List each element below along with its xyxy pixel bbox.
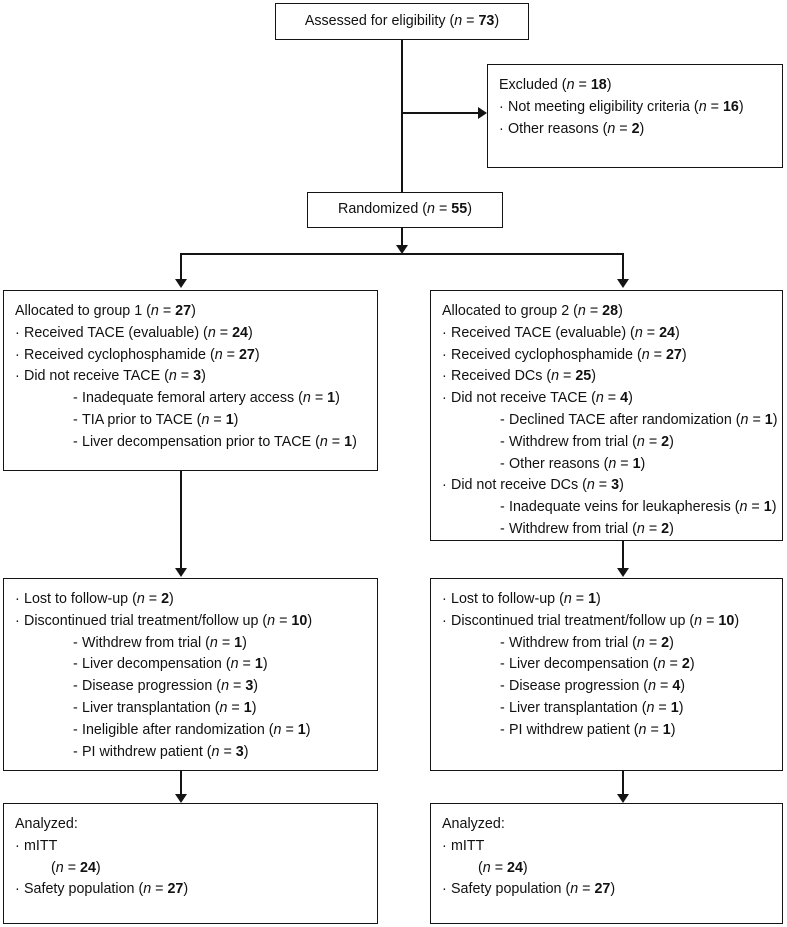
flow-line: -Liver decompensation (n = 1) bbox=[73, 656, 268, 673]
flow-line: Analyzed: bbox=[442, 816, 505, 832]
flow-line: ·Did not receive TACE (n = 3) bbox=[15, 368, 206, 385]
assessed-for-eligibility-label: Assessed for eligibility (n = 73) bbox=[304, 12, 500, 29]
flow-line: ·Received cyclophosphamide (n = 27) bbox=[442, 346, 687, 363]
flow-line: ·Other reasons (n = 2) bbox=[499, 120, 645, 137]
flow-line: ·Safety population (n = 27) bbox=[15, 881, 189, 898]
flow-line: ·Did not receive DCs (n = 3) bbox=[442, 477, 624, 494]
randomized-box: Randomized (n = 55) bbox=[307, 192, 503, 228]
flow-line: (n = 24) bbox=[51, 859, 101, 876]
flow-line: -TIA prior to TACE (n = 1) bbox=[73, 411, 239, 428]
excluded-lines: Excluded (n = 18) ·Not meeting eligibilit… bbox=[499, 75, 771, 140]
group-1-allocation-box: Allocated to group 1 (n = 27) ·Received T… bbox=[3, 290, 378, 471]
flow-line: -Declined TACE after randomization (n = … bbox=[500, 411, 778, 428]
connector-randomized-down bbox=[401, 228, 403, 247]
flow-line: ·Lost to follow-up (n = 1) bbox=[442, 591, 601, 607]
arrowhead-group-2-followup bbox=[617, 568, 629, 577]
group-2-allocation-lines: Allocated to group 2 (n = 28) ·Received T… bbox=[442, 301, 778, 541]
flow-line: -Liver transplantation (n = 1) bbox=[500, 699, 684, 716]
group-1-followup-lines: ·Lost to follow-up (n = 2) ·Discontinued … bbox=[15, 589, 366, 763]
flow-line: -Liver decompensation (n = 2) bbox=[500, 656, 695, 673]
flow-line: Analyzed: bbox=[15, 816, 78, 832]
flow-line: -Withdrew from trial (n = 2) bbox=[500, 433, 674, 450]
randomized-label: Randomized (n = 55) bbox=[338, 201, 472, 218]
arrowhead-split-right bbox=[617, 279, 629, 288]
flow-line: ·Received TACE (evaluable) (n = 24) bbox=[15, 324, 253, 341]
flow-line: ·Received DCs (n = 25) bbox=[442, 368, 597, 385]
group-1-followup-box: ·Lost to follow-up (n = 2) ·Discontinued … bbox=[3, 578, 378, 771]
flow-line: ·Did not receive TACE (n = 4) bbox=[442, 390, 633, 407]
excluded-box: Excluded (n = 18) ·Not meeting eligibilit… bbox=[487, 64, 783, 168]
flow-line: ·Received TACE (evaluable) (n = 24) bbox=[442, 324, 680, 341]
group-1-analyzed-lines: Analyzed: ·mITT (n = 24) ·Safety population… bbox=[15, 814, 366, 901]
flow-line: ·mITT bbox=[15, 837, 58, 854]
connector-group-1-followup-to-analyzed bbox=[180, 771, 182, 796]
flow-line: -Disease progression (n = 4) bbox=[500, 678, 686, 695]
arrowhead-group-1-followup bbox=[175, 568, 187, 577]
flow-line: -Liver decompensation prior to TACE (n =… bbox=[73, 433, 357, 450]
flow-line: -Withdrew from trial (n = 2) bbox=[500, 520, 674, 537]
flow-line: (n = 24) bbox=[478, 859, 528, 876]
connector-split-left bbox=[180, 253, 182, 281]
arrowhead-split-left bbox=[175, 279, 187, 288]
connector-group-2-allocation-to-followup bbox=[622, 541, 624, 570]
flow-line: -Inadequate femoral artery access (n = 1… bbox=[73, 390, 340, 407]
arrowhead-randomized-down bbox=[396, 245, 408, 254]
connector-group-2-followup-to-analyzed bbox=[622, 771, 624, 796]
flow-line: -Liver transplantation (n = 1) bbox=[73, 699, 257, 716]
arrowhead-group-2-analyzed bbox=[617, 794, 629, 803]
flow-line: -PI withdrew patient (n = 3) bbox=[73, 743, 249, 760]
flow-line: -Withdrew from trial (n = 2) bbox=[500, 634, 674, 651]
connector-group-1-allocation-to-followup bbox=[180, 471, 182, 570]
flow-line: Excluded (n = 18) bbox=[499, 77, 612, 93]
connector-split-right bbox=[622, 253, 624, 281]
arrowhead-group-1-analyzed bbox=[175, 794, 187, 803]
flow-line: ·Safety population (n = 27) bbox=[442, 881, 616, 898]
group-1-analyzed-box: Analyzed: ·mITT (n = 24) ·Safety population… bbox=[3, 803, 378, 924]
flow-line: -PI withdrew patient (n = 1) bbox=[500, 721, 676, 738]
connector-assessed-to-randomized bbox=[401, 40, 403, 195]
group-2-followup-lines: ·Lost to follow-up (n = 1) ·Discontinued … bbox=[442, 589, 771, 742]
flow-line: -Disease progression (n = 3) bbox=[73, 678, 259, 695]
group-2-analyzed-lines: Analyzed: ·mITT (n = 24) ·Safety population… bbox=[442, 814, 771, 901]
flow-line: -Inadequate veins for leukapheresis (n =… bbox=[500, 499, 777, 516]
group-2-followup-box: ·Lost to follow-up (n = 1) ·Discontinued … bbox=[430, 578, 783, 771]
flow-line: -Ineligible after randomization (n = 1) bbox=[73, 721, 311, 738]
flow-line: ·Not meeting eligibility criteria (n = 1… bbox=[499, 98, 744, 115]
flow-line: ·Discontinued trial treatment/follow up … bbox=[442, 612, 740, 629]
group-2-analyzed-box: Analyzed: ·mITT (n = 24) ·Safety population… bbox=[430, 803, 783, 924]
connector-split-bar bbox=[180, 253, 624, 255]
flow-line: -Other reasons (n = 1) bbox=[500, 455, 646, 472]
flow-line: ·Discontinued trial treatment/follow up … bbox=[15, 612, 313, 629]
flow-line: ·mITT bbox=[442, 837, 485, 854]
group-2-allocation-box: Allocated to group 2 (n = 28) ·Received T… bbox=[430, 290, 783, 541]
assessed-for-eligibility-box: Assessed for eligibility (n = 73) bbox=[275, 3, 529, 40]
group-1-allocation-lines: Allocated to group 1 (n = 27) ·Received T… bbox=[15, 301, 366, 454]
flow-line: ·Received cyclophosphamide (n = 27) bbox=[15, 346, 260, 363]
flow-line: Allocated to group 1 (n = 27) bbox=[15, 303, 196, 319]
flow-line: Allocated to group 2 (n = 28) bbox=[442, 303, 623, 319]
flow-line: -Withdrew from trial (n = 1) bbox=[73, 634, 247, 651]
arrowhead-to-excluded bbox=[478, 107, 487, 119]
flow-line: ·Lost to follow-up (n = 2) bbox=[15, 591, 174, 607]
connector-assessed-to-excluded bbox=[401, 112, 480, 114]
